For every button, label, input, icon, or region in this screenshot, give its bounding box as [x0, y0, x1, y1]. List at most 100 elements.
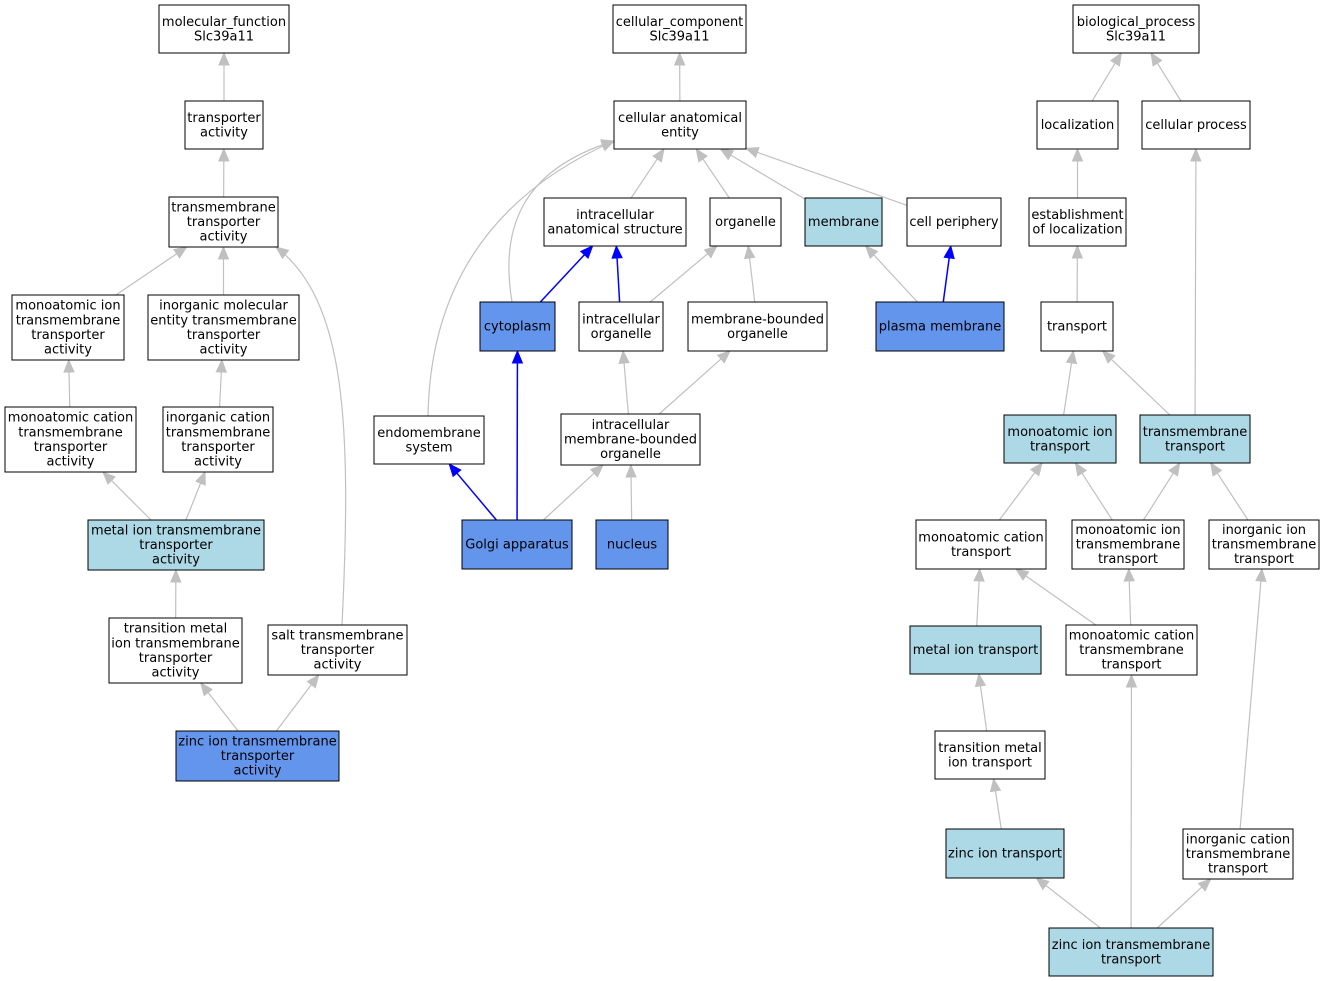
- edge-line: [873, 254, 918, 303]
- node-box: [804, 197, 883, 247]
- node-label-line: transport: [1208, 862, 1268, 877]
- node-label-line: monoatomic cation: [1069, 628, 1194, 643]
- edge-arrowhead: [703, 245, 718, 259]
- edge-mit-to-tr: [1063, 349, 1078, 416]
- edge-line: [185, 482, 202, 521]
- go-term-node-mett[interactable]: metal ion transport: [909, 625, 1042, 675]
- go-term-node-tr[interactable]: transport: [1040, 301, 1114, 352]
- go-term-node-cyto[interactable]: cytoplasm: [479, 301, 556, 352]
- edge-arrowhead: [1029, 461, 1043, 477]
- go-term-node-loc[interactable]: localization: [1036, 100, 1119, 150]
- edge-arrowhead: [974, 672, 987, 688]
- edge-line: [1156, 886, 1203, 929]
- node-box: [1139, 414, 1251, 464]
- go-term-node-org[interactable]: organelle: [709, 197, 782, 247]
- edge-line: [115, 253, 178, 296]
- go-term-node-ictta[interactable]: inorganic cationtransmembranetransporter…: [162, 406, 274, 473]
- edge-arrowhead: [1190, 147, 1202, 162]
- node-label-line: intracellular: [592, 418, 670, 433]
- node-box: [1065, 624, 1198, 676]
- node-label-line: establishment: [1031, 208, 1123, 223]
- go-term-node-ga[interactable]: Golgi apparatus: [461, 519, 573, 570]
- go-term-node-mitta[interactable]: monoatomic iontransmembranetransporterac…: [11, 294, 125, 361]
- edge-ga-to-cyto: [511, 349, 524, 521]
- edge-ias-to-cae: [630, 147, 665, 199]
- go-term-node-pm[interactable]: plasma membrane: [875, 301, 1005, 352]
- go-term-node-mctta[interactable]: monoatomic cationtransmembranetransporte…: [4, 406, 137, 473]
- node-label-line: transporter: [139, 538, 213, 553]
- go-term-node-zitta[interactable]: zinc ion transmembranetransporteractivit…: [175, 730, 340, 782]
- node-label-line: activity: [200, 125, 248, 140]
- nodes-layer: molecular_functionSlc39a11transporteract…: [4, 4, 1320, 977]
- node-box: [158, 4, 290, 54]
- edge-iitt-to-tmt: [1209, 461, 1249, 521]
- edge-line: [649, 253, 709, 303]
- edge-line: [207, 692, 239, 732]
- node-box: [1028, 197, 1127, 247]
- edge-imbo-to-io: [618, 349, 630, 415]
- node-label-line: localization: [1041, 118, 1115, 133]
- node-label-line: organelle: [591, 327, 652, 342]
- edge-line: [702, 158, 730, 199]
- edge-arrowhead: [102, 471, 116, 485]
- edge-line: [1128, 580, 1132, 626]
- node-box: [184, 100, 264, 150]
- edge-arrowhead: [1035, 877, 1050, 891]
- edge-mitt-to-mit: [1074, 461, 1113, 521]
- node-label-line: transport: [951, 545, 1011, 560]
- node-box: [578, 301, 664, 352]
- go-term-node-cproc[interactable]: cellular process: [1141, 100, 1251, 150]
- edge-arrowhead: [716, 350, 731, 364]
- edge-cyto-to-ias: [539, 245, 594, 303]
- node-box: [175, 730, 340, 782]
- edge-arrowhead: [217, 245, 230, 260]
- node-label-line: cellular process: [1145, 118, 1247, 133]
- edge-mem-to-cae: [719, 148, 806, 200]
- edge-line: [757, 151, 908, 206]
- go-term-node-nuc[interactable]: nucleus: [595, 519, 669, 570]
- node-label-line: transmembrane: [1143, 425, 1248, 440]
- node-label-line: transmembrane: [1186, 847, 1291, 862]
- node-label-line: transmembrane: [16, 313, 121, 328]
- edge-arrowhead: [1125, 673, 1138, 688]
- edge-nuc-to-imbo: [625, 463, 637, 521]
- edge-mbo-to-org: [743, 244, 756, 303]
- go-term-node-zit[interactable]: zinc ion transport: [945, 828, 1065, 879]
- go-term-node-cp[interactable]: cell periphery: [906, 197, 1002, 247]
- go-term-node-mitta2[interactable]: metal ion transmembranetransporteractivi…: [87, 519, 265, 571]
- edge-arrowhead: [1150, 51, 1163, 67]
- edge-mctta-to-mitta: [63, 358, 75, 408]
- edge-arrowhead: [1065, 349, 1078, 365]
- edge-zitt-to-zit: [1035, 877, 1101, 929]
- node-label-line: intracellular: [576, 208, 654, 223]
- edge-mct-to-mit: [998, 461, 1043, 521]
- node-box: [906, 197, 1002, 247]
- node-box: [543, 197, 687, 247]
- go-term-node-mem[interactable]: membrane: [804, 197, 883, 247]
